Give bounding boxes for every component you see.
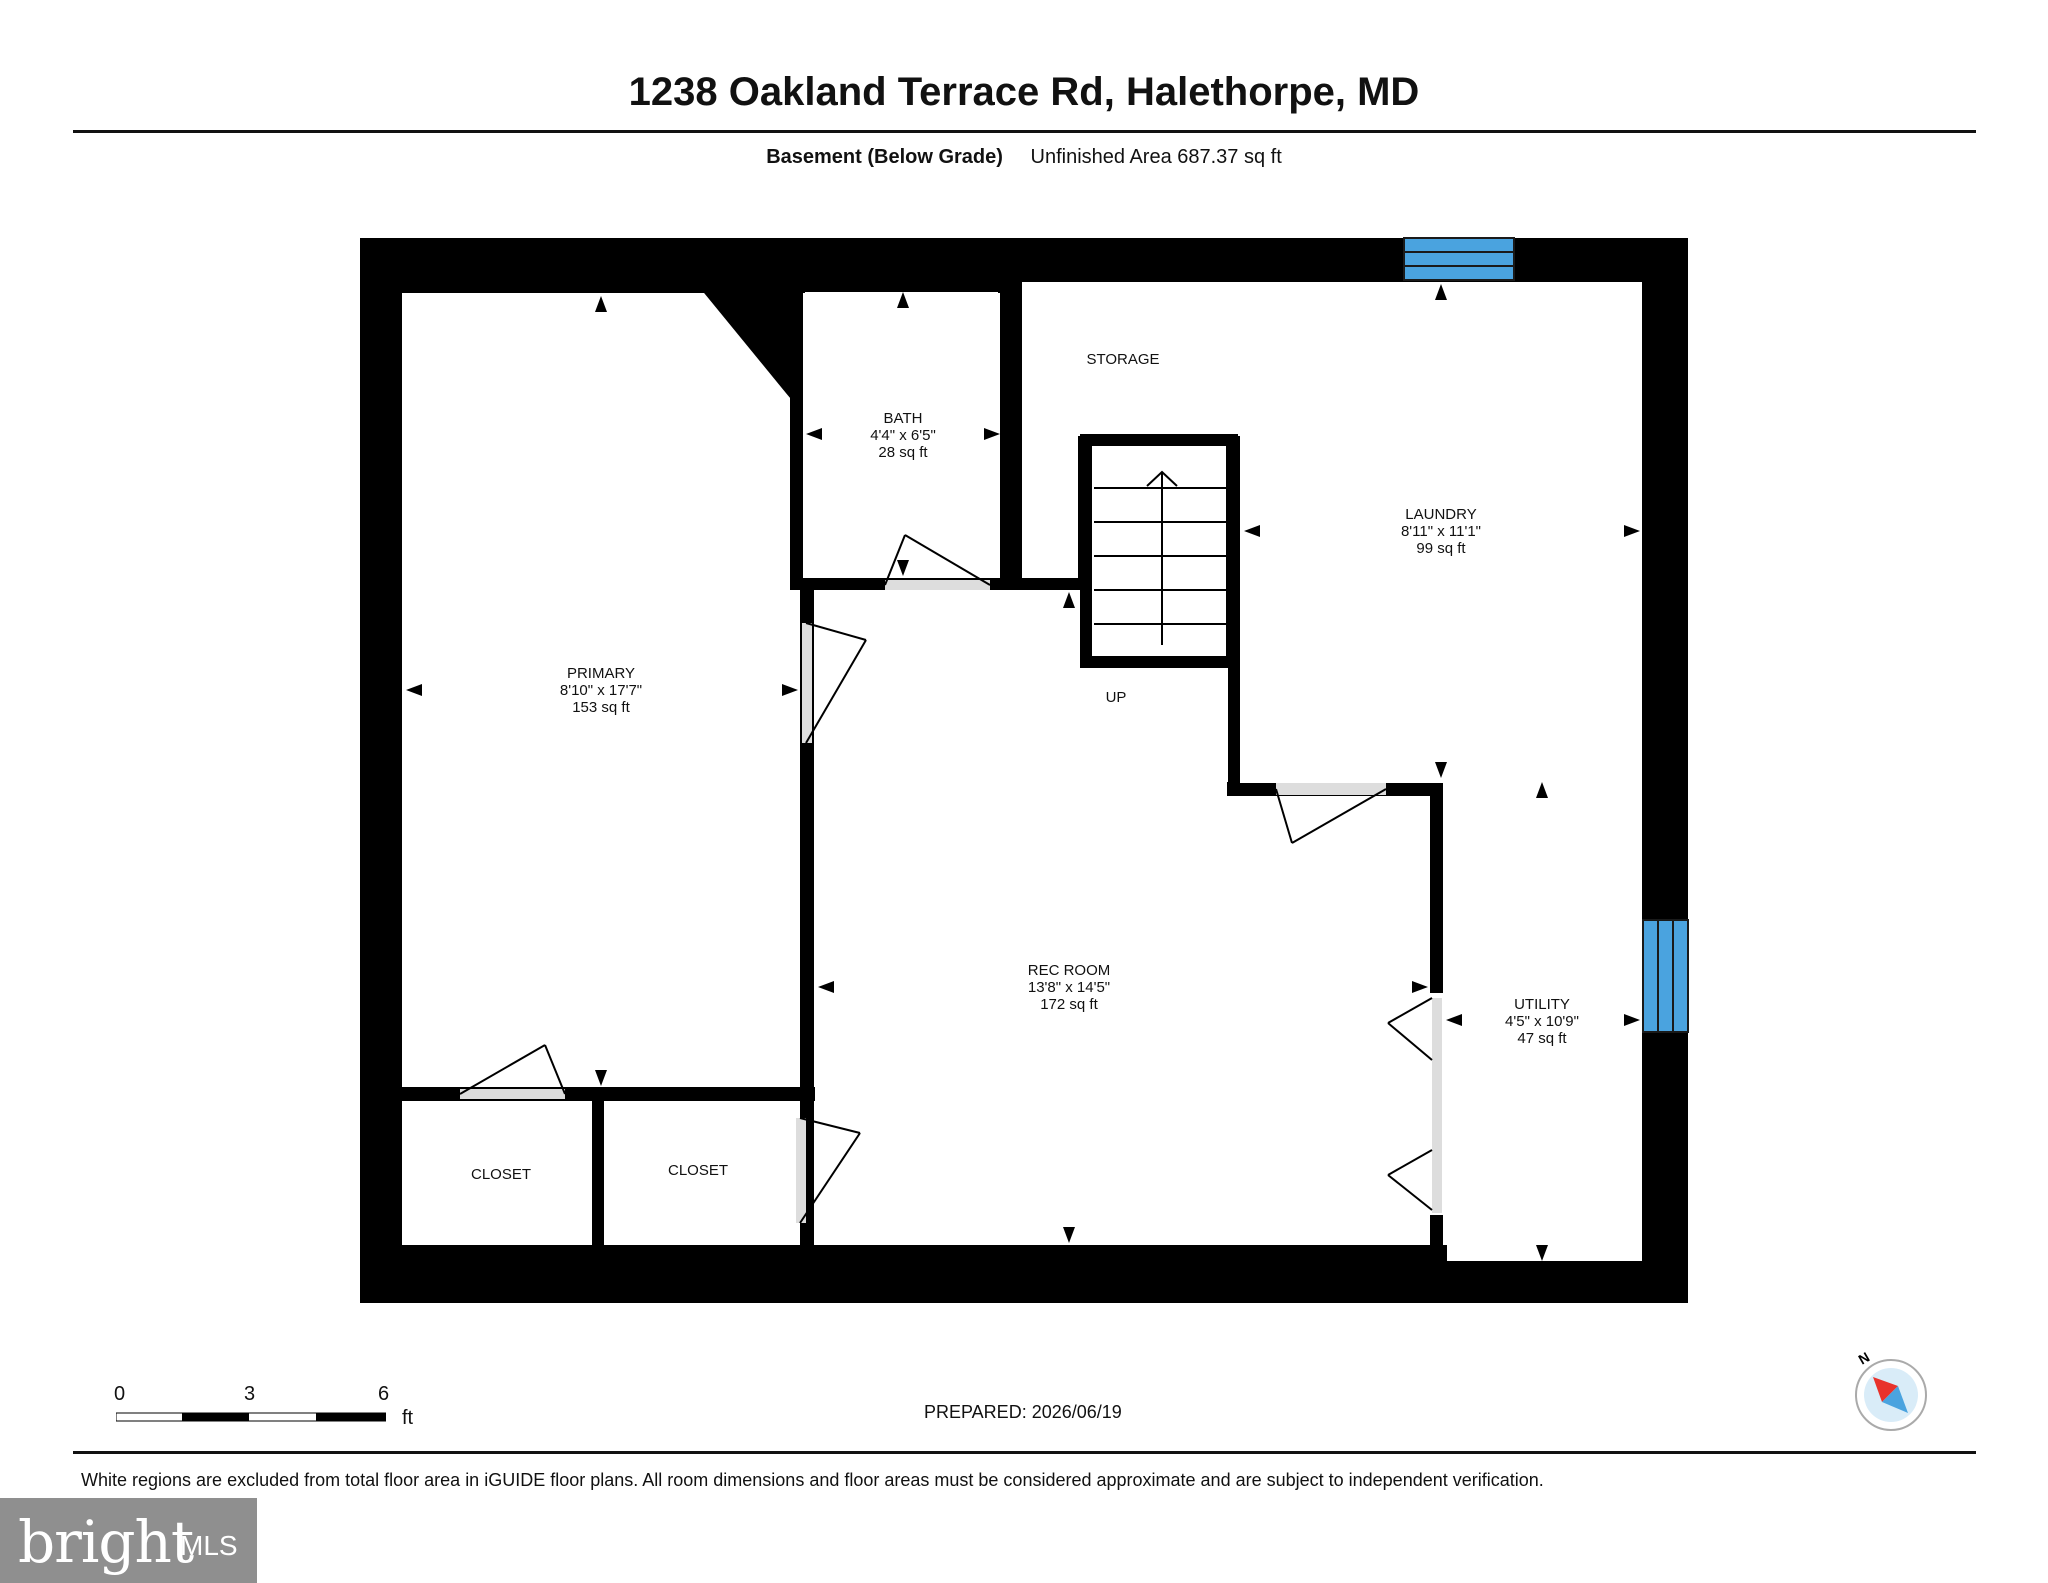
room-primary-name: PRIMARY bbox=[567, 665, 635, 682]
room-utility-dims: 4'5" x 10'9" bbox=[1505, 1013, 1579, 1030]
room-utility-area: 47 sq ft bbox=[1517, 1030, 1567, 1047]
scale-tick-0: 0 bbox=[114, 1383, 126, 1405]
scale-bar-graphic bbox=[116, 1412, 386, 1422]
page-title: 1238 Oakland Terrace Rd, Halethorpe, MD bbox=[628, 70, 1420, 114]
stairs-up-label: UP bbox=[1106, 689, 1127, 706]
floor-subtitle: Basement (Below Grade) Unfinished Area 6… bbox=[0, 146, 2048, 169]
scale-tick-3: 3 bbox=[244, 1383, 256, 1405]
disclaimer-text: White regions are excluded from total fl… bbox=[81, 1470, 1544, 1490]
room-utility-name: UTILITY bbox=[1514, 996, 1570, 1013]
scale-bar: 0 3 6 ft bbox=[112, 1383, 432, 1443]
room-floors bbox=[404, 282, 1642, 1261]
compass-icon: N bbox=[1855, 1349, 1927, 1431]
area-label: Unfinished Area 687.37 sq ft bbox=[1030, 146, 1282, 168]
room-closet-1-name: CLOSET bbox=[471, 1166, 531, 1183]
exterior-walls bbox=[360, 238, 1688, 1303]
room-rec-name: REC ROOM bbox=[1028, 962, 1111, 979]
room-rec-dims: 13'8" x 14'5" bbox=[1028, 979, 1110, 996]
room-bath-dims: 4'4" x 6'5" bbox=[870, 427, 936, 444]
room-laundry-name: LAUNDRY bbox=[1405, 506, 1476, 523]
bright-mls-logo: bright MLS bbox=[0, 1498, 257, 1583]
room-primary-dims: 8'10" x 17'7" bbox=[560, 682, 642, 699]
room-rec-area: 172 sq ft bbox=[1040, 996, 1098, 1013]
room-primary-area: 153 sq ft bbox=[572, 699, 630, 716]
windows bbox=[1403, 237, 1689, 1033]
compass-north-label: N bbox=[1856, 1349, 1873, 1368]
prepared-date: PREPARED: 2026/06/19 bbox=[924, 1402, 1122, 1422]
logo-mls: MLS bbox=[180, 1530, 238, 1561]
dimension-arrows bbox=[406, 284, 1640, 1261]
room-laundry-area: 99 sq ft bbox=[1416, 540, 1466, 557]
logo-word: bright bbox=[18, 1508, 194, 1576]
room-bath-name: BATH bbox=[884, 410, 923, 427]
scale-unit: ft bbox=[402, 1407, 414, 1429]
scale-tick-6: 6 bbox=[378, 1383, 390, 1405]
header-rule bbox=[73, 130, 1976, 133]
footer-rule bbox=[73, 1451, 1976, 1454]
room-closet-2-name: CLOSET bbox=[668, 1162, 728, 1179]
stairs bbox=[1080, 434, 1238, 668]
room-storage-name: STORAGE bbox=[1086, 351, 1159, 368]
room-bath-area: 28 sq ft bbox=[878, 444, 928, 461]
level-name: Basement (Below Grade) bbox=[766, 146, 1003, 168]
doors bbox=[459, 534, 1442, 1224]
room-laundry-dims: 8'11" x 11'1" bbox=[1401, 523, 1481, 540]
